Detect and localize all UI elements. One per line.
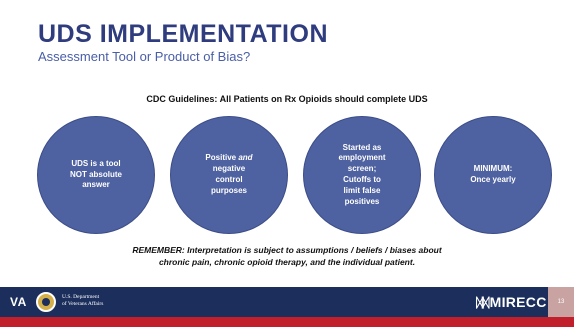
circle-line: Once yearly [470,175,516,184]
remember-line: REMEMBER: Interpretation is subject to a… [132,245,442,255]
circle-line: employment [338,153,386,163]
remember-note: REMEMBER: Interpretation is subject to a… [0,244,574,269]
cdc-guideline: CDC Guidelines: All Patients on Rx Opioi… [146,94,428,104]
va-logo: VA [10,295,27,309]
circle-line: NOT absolute [69,169,122,179]
footer-accent-bar [0,317,574,327]
mirecc-logo: ᛞᛞ MIRECC [476,291,549,313]
circle-line: Started as [342,142,382,152]
circle-row: UDS is a tool NOT absolute answer Positi… [0,116,574,236]
dept-name: U.S. Department of Veterans Affairs [62,294,103,308]
page-number: 13 [548,287,574,317]
slide-title: UDS IMPLEMENTATION [38,20,329,48]
circle-line: UDS is a tool [71,158,121,168]
circle-uds-tool: UDS is a tool NOT absolute answer [37,116,155,234]
footer-bar [0,287,574,317]
circle-line: MINIMUM: [473,164,513,174]
circle-line: Cutoffs to [343,175,381,184]
circle-minimum-yearly: MINIMUM: Once yearly [434,116,552,234]
dept-line: U.S. Department [62,294,100,300]
circle-employment-screen: Started as employment screen; Cutoffs to… [303,116,421,234]
circle-line: negative [212,164,246,174]
circle-line: answer [82,180,110,190]
va-seal-icon [36,292,56,312]
remember-line: chronic pain, chronic opioid therapy, an… [158,257,416,268]
dept-line: of Veterans Affairs [62,301,104,308]
circle-control-purposes: Positive and negative control purposes [170,116,288,234]
circle-line: Positive and [205,153,253,163]
circle-line: limit false [343,185,381,195]
circle-line: screen; [347,164,377,174]
circle-line: positives [344,196,380,206]
circle-line: control [215,175,243,184]
slide-subtitle: Assessment Tool or Product of Bias? [38,49,251,64]
mirecc-figures-icon: ᛞᛞ [476,294,490,310]
mirecc-wordmark: MIRECC [489,294,547,310]
circle-line: purposes [210,185,247,195]
